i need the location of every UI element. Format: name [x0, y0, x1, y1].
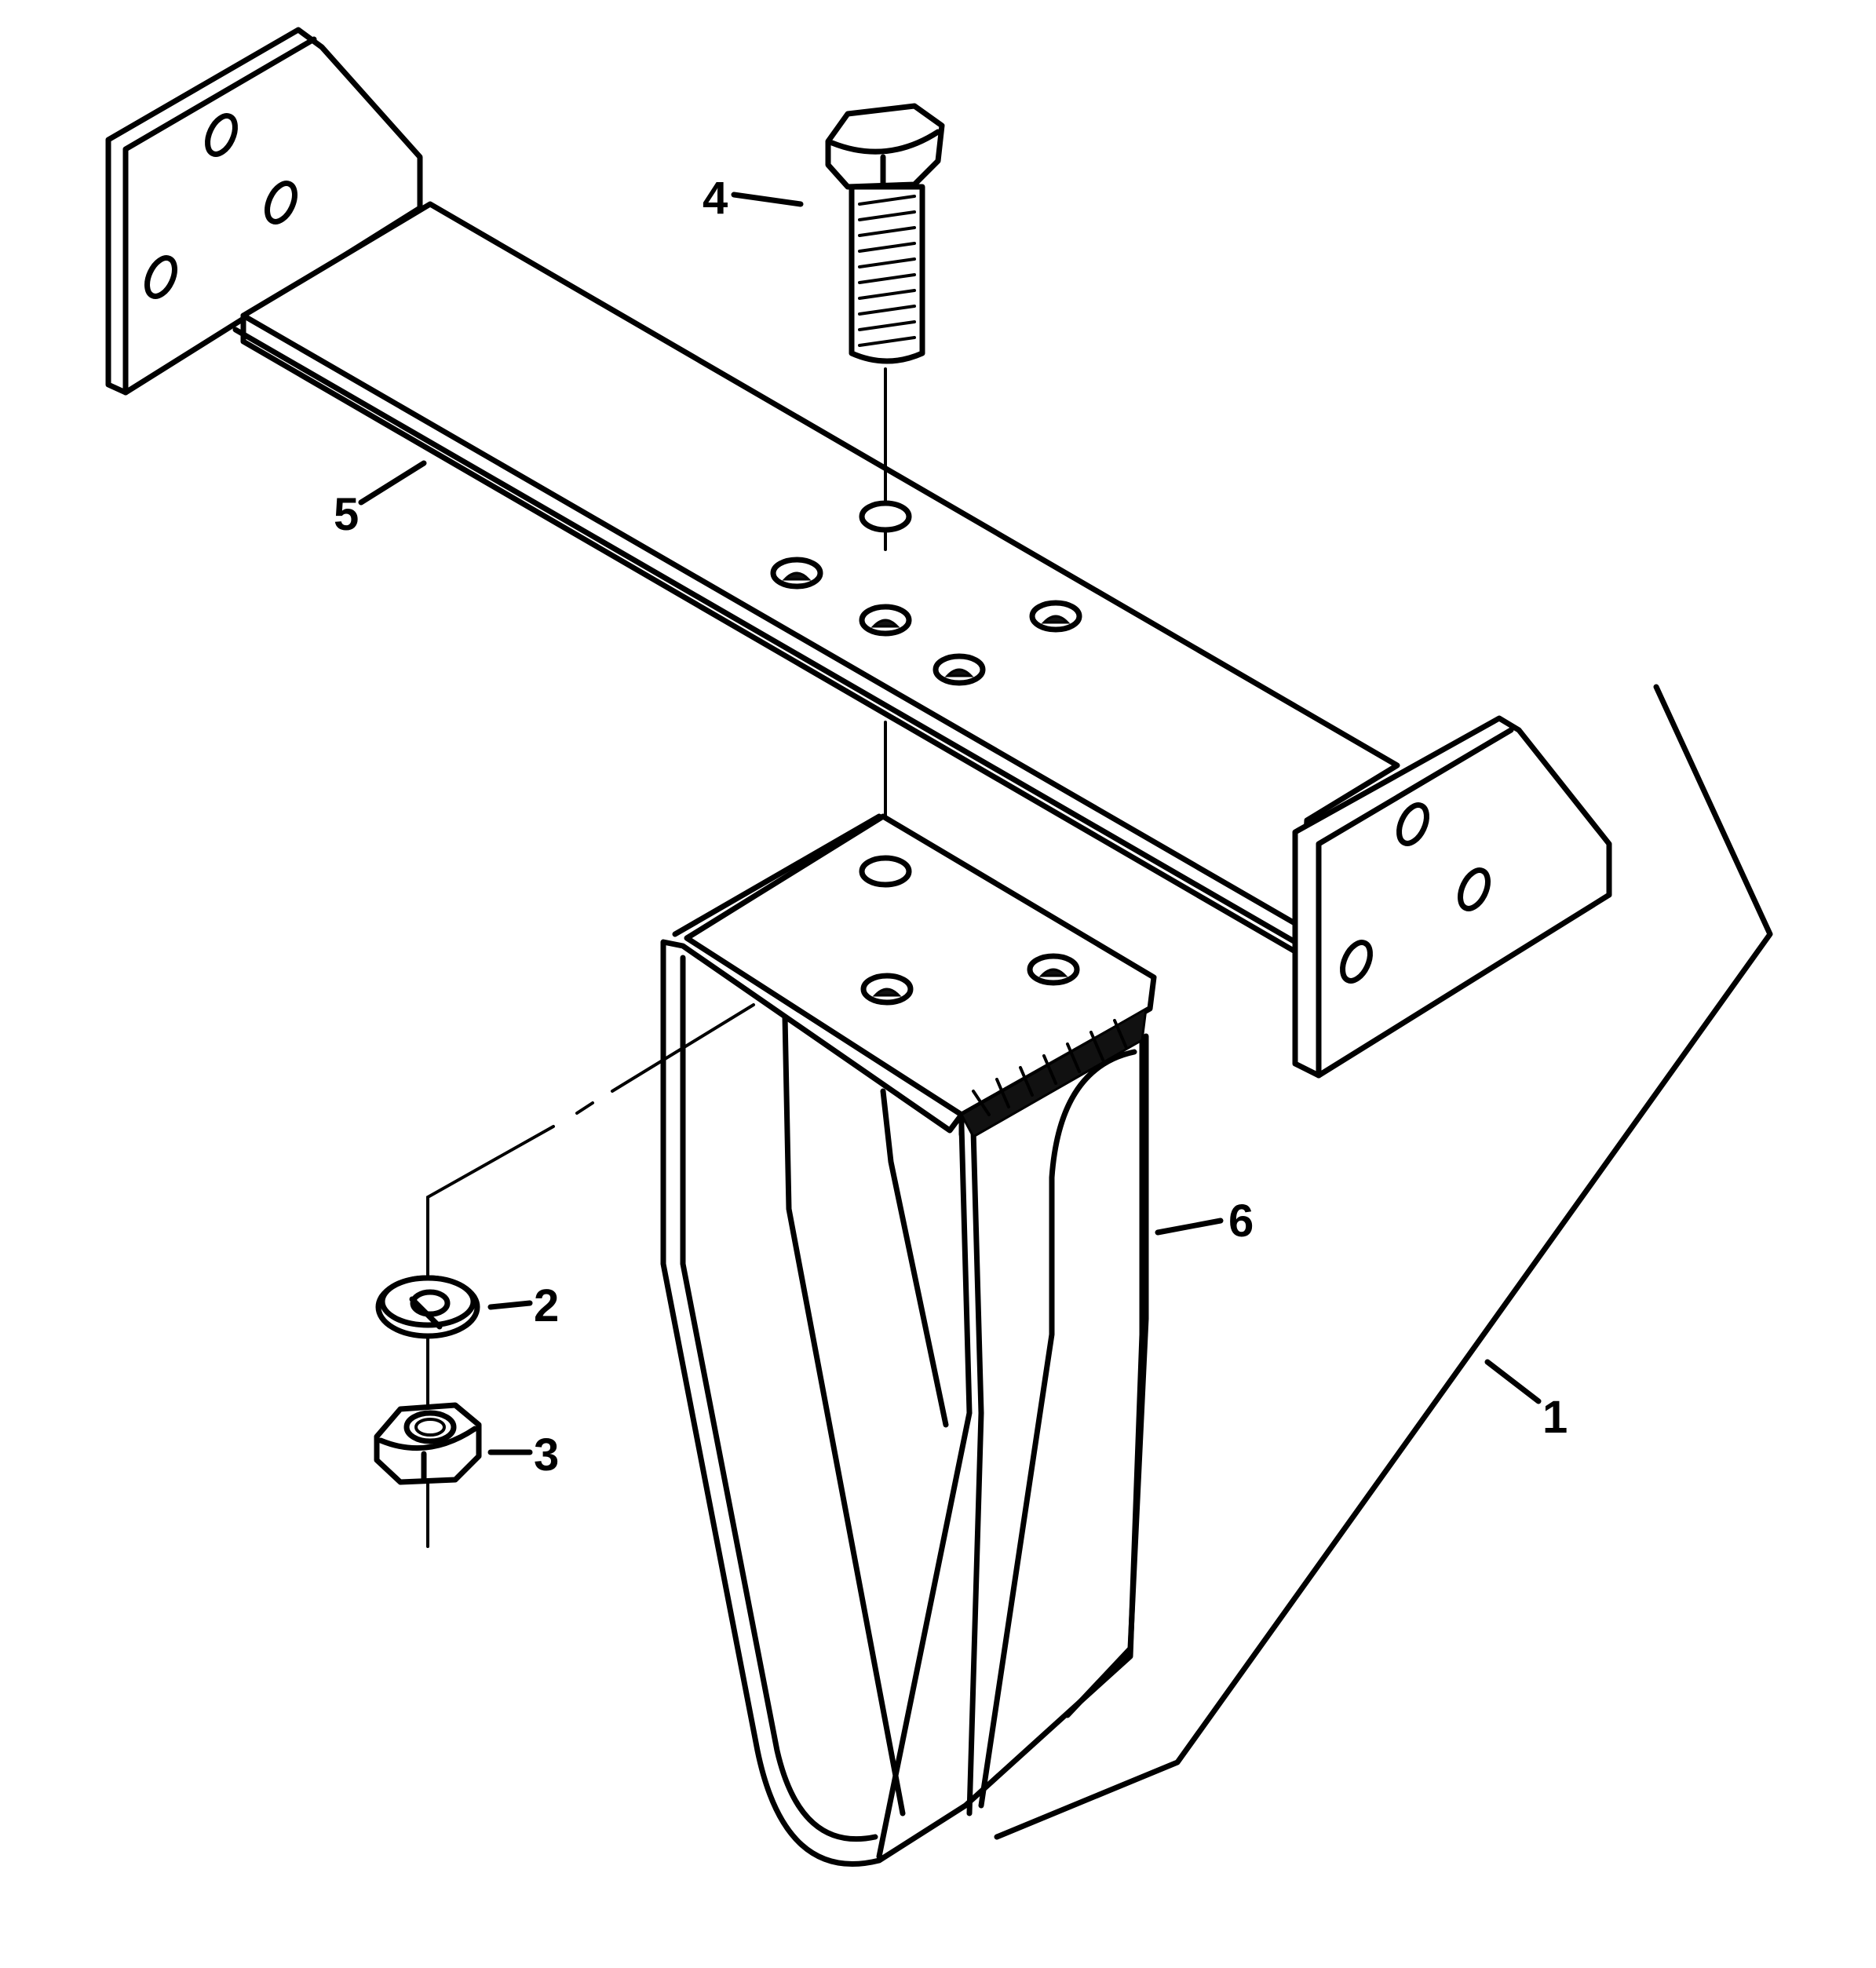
callout-3: 3	[534, 1429, 559, 1481]
hex-bolt	[825, 103, 945, 364]
hex-nut	[374, 1402, 482, 1485]
lock-washer	[375, 1275, 480, 1339]
callout-4: 4	[703, 173, 728, 224]
callout-5: 5	[334, 489, 359, 540]
callout-1: 1	[1542, 1392, 1568, 1443]
assembly-bracket-line	[994, 684, 1773, 1840]
callout-2: 2	[534, 1280, 559, 1331]
u-bracket	[660, 813, 1157, 1867]
mounting-bar	[105, 27, 1612, 1079]
callout-6: 6	[1228, 1196, 1254, 1247]
